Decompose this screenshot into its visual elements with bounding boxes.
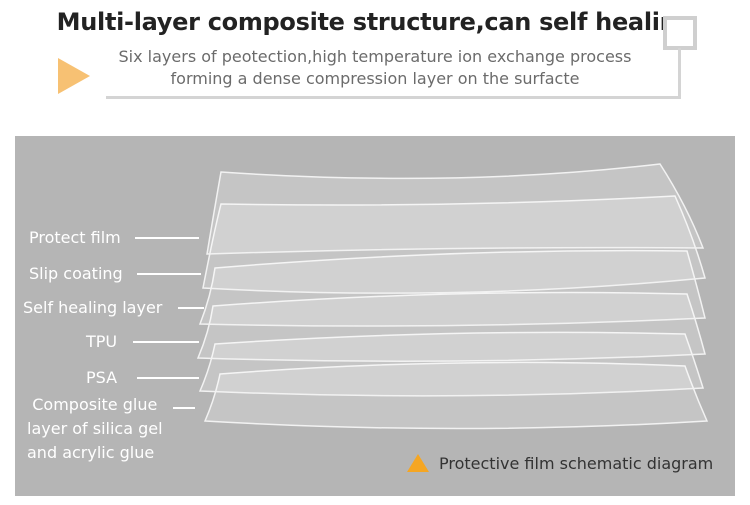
caption-triangle-icon [407, 454, 429, 472]
decorative-bracket-vertical [678, 48, 681, 98]
layer-sheet-tpu [196, 291, 706, 362]
decorative-bracket-horizontal [106, 96, 681, 99]
layer-diagram-panel: Protect film Slip coating Self healing l… [15, 136, 735, 496]
header: Multi-layer composite structure,can self… [0, 0, 750, 110]
decorative-square [663, 16, 697, 50]
label-composite-glue: Composite glue layer of silica gel and a… [27, 393, 163, 465]
caption-text: Protective film schematic diagram [439, 453, 714, 473]
leader-line-tpu [133, 341, 199, 343]
label-tpu: TPU [86, 332, 118, 351]
leader-line-protect-film [135, 237, 199, 239]
label-self-healing-layer: Self healing layer [23, 298, 163, 317]
label-protect-film: Protect film [29, 228, 121, 247]
page-subtitle: Six layers of peotection,high temperatur… [100, 46, 650, 90]
layer-sheet-self-healing [198, 249, 706, 327]
composite-label-line-3: and acrylic glue [27, 443, 155, 462]
film-layers-illustration [196, 163, 709, 430]
label-slip-coating: Slip coating [29, 264, 123, 283]
label-psa: PSA [86, 368, 118, 387]
layer-sheet-protect-film [206, 163, 705, 255]
leader-line-self-healing-layer [178, 307, 204, 309]
composite-label-line-1: Composite glue [32, 395, 158, 414]
layer-sheet-slip-coating [202, 195, 706, 294]
subtitle-line-2: forming a dense compression layer on the… [170, 69, 580, 88]
composite-label-line-2: layer of silica gel [27, 419, 163, 438]
subtitle-line-1: Six layers of peotection,high temperatur… [118, 47, 632, 66]
layer-sheet-psa [198, 331, 704, 397]
decorative-arrow-icon [58, 58, 90, 94]
diagram-caption: Protective film schematic diagram [407, 452, 713, 474]
leader-line-composite-glue [173, 407, 195, 409]
leader-line-slip-coating [137, 273, 201, 275]
leader-line-psa [137, 377, 199, 379]
page-title: Multi-layer composite structure,can self… [56, 8, 694, 36]
